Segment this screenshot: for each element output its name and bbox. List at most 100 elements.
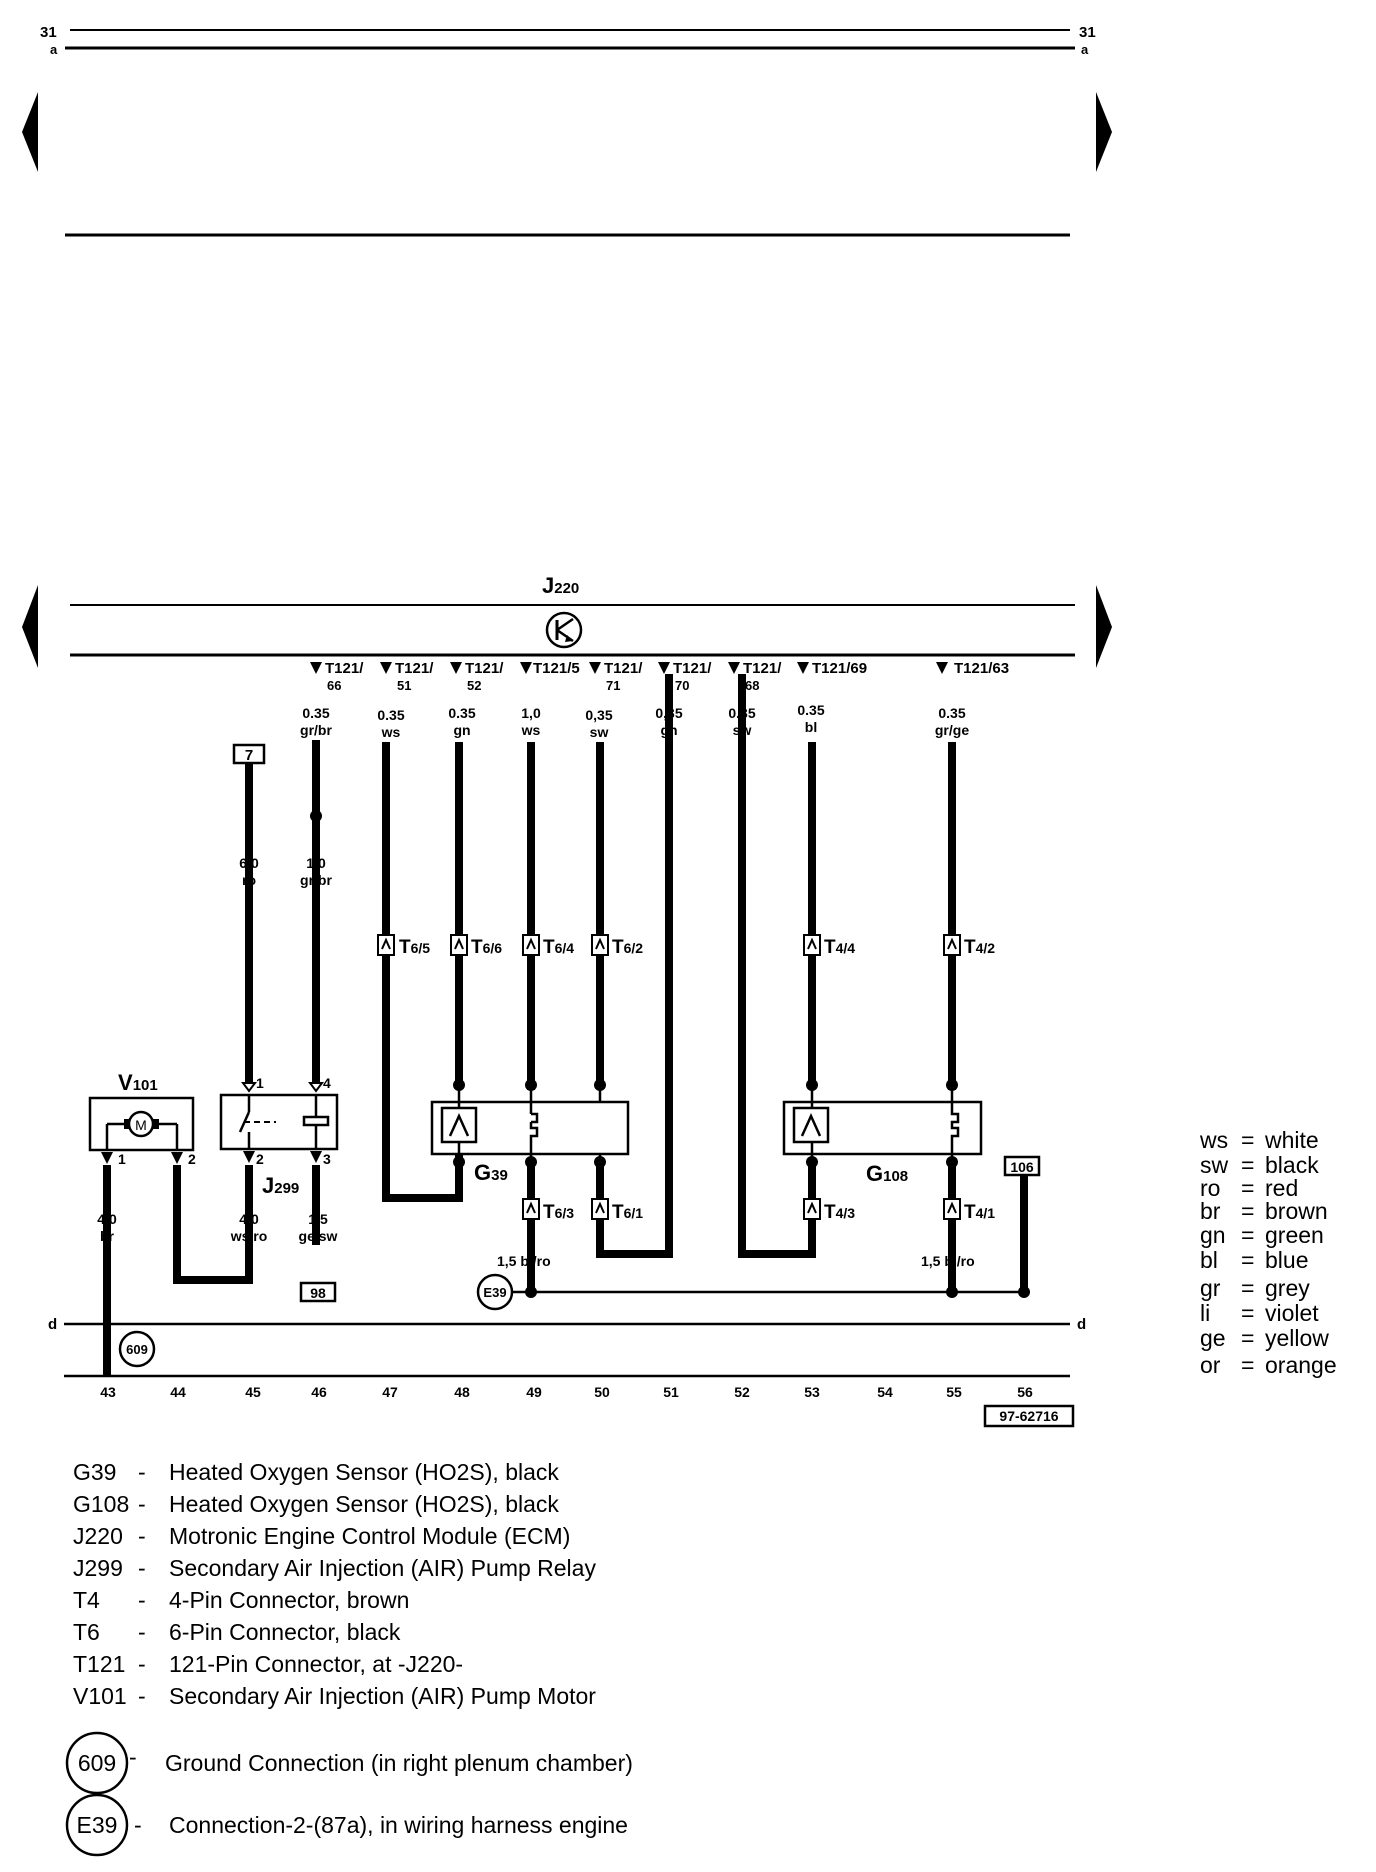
component-legend-item: J299-Secondary Air Injection (AIR) Pump … bbox=[73, 1555, 596, 1581]
rail-a-right: a bbox=[1081, 42, 1089, 57]
track-56: 56 bbox=[1017, 1384, 1033, 1400]
color-legend-item: ro=red bbox=[1200, 1175, 1298, 1201]
j299-label: J299 bbox=[262, 1173, 299, 1198]
color-legend-item: gr=grey bbox=[1200, 1275, 1310, 1301]
connector-labels-upper: T6/5 T6/6 T6/4 T6/2 T4/4 T4/2 bbox=[399, 937, 995, 958]
t61-label: T6/1 bbox=[612, 1202, 643, 1223]
t64-label: T6/4 bbox=[543, 937, 574, 958]
diagram-code: 97-62716 bbox=[983, 1404, 1075, 1428]
connection-e39: E39 bbox=[476, 1273, 531, 1311]
g108-oxygen-sensor: G108 bbox=[782, 1085, 983, 1186]
color-legend: ws=white sw=black ro=red br=brown gn=gre… bbox=[1199, 1127, 1337, 1378]
ref-box-106: 106 bbox=[1003, 1155, 1041, 1177]
component-legend-item: T4-4-Pin Connector, brown bbox=[73, 1587, 409, 1613]
j299-pin4: 4 bbox=[323, 1075, 331, 1091]
track-48: 48 bbox=[454, 1384, 470, 1400]
v101-pin1: 1 bbox=[118, 1151, 126, 1167]
j299-pin3: 3 bbox=[323, 1151, 331, 1167]
t62-label: T6/2 bbox=[612, 937, 643, 958]
track-46: 46 bbox=[311, 1384, 327, 1400]
t65-label: T6/5 bbox=[399, 937, 430, 958]
circle-legend: 609 - Ground Connection (in right plenum… bbox=[65, 1731, 633, 1857]
motor-icon: M bbox=[135, 1117, 147, 1133]
pin-label-51: T121/51 bbox=[395, 660, 434, 693]
circle-legend-609-dash: - bbox=[129, 1744, 137, 1770]
pin-label-66: T121/66 bbox=[325, 660, 364, 693]
track-43: 43 bbox=[100, 1384, 116, 1400]
track-44: 44 bbox=[170, 1384, 186, 1400]
color-legend-item: ws=white bbox=[1199, 1127, 1319, 1153]
t41-label: T4/1 bbox=[964, 1202, 995, 1223]
ecm-label: J220 bbox=[542, 573, 579, 598]
track-45: 45 bbox=[245, 1384, 261, 1400]
pin-label-69: T121/69 bbox=[812, 660, 867, 677]
color-legend-item: li=violet bbox=[1200, 1300, 1319, 1326]
track-50: 50 bbox=[594, 1384, 610, 1400]
wires bbox=[103, 674, 1028, 1376]
component-legend-item: T121-121-Pin Connector, at -J220- bbox=[73, 1651, 463, 1677]
t66-label: T6/6 bbox=[471, 937, 502, 958]
next-page-arrow[interactable] bbox=[1096, 92, 1112, 172]
pin-label-68: T121/68 bbox=[743, 660, 782, 693]
color-legend-item: br=brown bbox=[1200, 1198, 1328, 1224]
g108-label: G108 bbox=[866, 1161, 908, 1186]
svg-text:609: 609 bbox=[126, 1342, 148, 1357]
v101-pin2: 2 bbox=[188, 1151, 196, 1167]
svg-text:106: 106 bbox=[1010, 1159, 1034, 1175]
rail-31-left: 31 bbox=[40, 24, 57, 41]
pin-labels: T121/66 T121/51 T121/52 T121/5 T121/71 T… bbox=[325, 660, 1009, 693]
prev-page-arrow[interactable] bbox=[22, 92, 38, 172]
heater-icon bbox=[529, 1112, 539, 1162]
track-numbers: 43 44 45 46 47 48 49 50 51 52 53 54 55 5… bbox=[100, 1384, 1033, 1400]
svg-text:97-62716: 97-62716 bbox=[999, 1408, 1058, 1424]
color-legend-item: gn=green bbox=[1200, 1222, 1324, 1248]
rail-31-right: 31 bbox=[1079, 24, 1096, 41]
svg-text:E39: E39 bbox=[483, 1285, 506, 1300]
j299-relay: 1 4 2 3 J299 bbox=[219, 1075, 339, 1198]
heater-icon-2 bbox=[950, 1085, 960, 1162]
ref-box-98: 98 bbox=[299, 1281, 337, 1303]
component-legend-item: G39-Heated Oxygen Sensor (HO2S), black bbox=[73, 1459, 559, 1485]
t44-label: T4/4 bbox=[824, 937, 855, 958]
pin-label-5: T121/5 bbox=[533, 660, 580, 677]
component-legend-item: T6-6-Pin Connector, black bbox=[73, 1619, 401, 1645]
rail-a-left: a bbox=[50, 42, 58, 57]
transistor-icon bbox=[545, 611, 583, 649]
svg-text:98: 98 bbox=[310, 1285, 326, 1301]
j299-pin2: 2 bbox=[256, 1151, 264, 1167]
wire-spec-55-bottom: 1,5 bl/ro bbox=[921, 1253, 975, 1269]
component-legend: G39-Heated Oxygen Sensor (HO2S), black G… bbox=[73, 1459, 596, 1709]
track-49: 49 bbox=[526, 1384, 542, 1400]
circle-legend-e39-code: E39 bbox=[77, 1812, 118, 1838]
prev-page-arrow-2[interactable] bbox=[22, 585, 38, 668]
t63-label: T6/3 bbox=[543, 1202, 574, 1223]
circle-legend-609-desc: Ground Connection (in right plenum chamb… bbox=[165, 1750, 633, 1776]
ground-609: 609 bbox=[118, 1330, 156, 1368]
component-legend-item: G108-Heated Oxygen Sensor (HO2S), black bbox=[73, 1491, 559, 1517]
track-51: 51 bbox=[663, 1384, 679, 1400]
color-legend-item: or=orange bbox=[1200, 1352, 1337, 1378]
next-page-arrow-2[interactable] bbox=[1096, 585, 1112, 668]
v101-pump-motor: V101 M 1 2 bbox=[88, 1070, 196, 1167]
track-47: 47 bbox=[382, 1384, 398, 1400]
color-legend-item: bl=blue bbox=[1200, 1247, 1308, 1273]
g39-oxygen-sensor: G39 bbox=[430, 1085, 630, 1185]
track-52: 52 bbox=[734, 1384, 750, 1400]
ecm-j220: J220 bbox=[70, 573, 1075, 657]
pin-label-52: T121/52 bbox=[465, 660, 504, 693]
track-53: 53 bbox=[804, 1384, 820, 1400]
circle-legend-e39-desc: Connection-2-(87a), in wiring harness en… bbox=[169, 1812, 628, 1838]
connector-symbols-upper bbox=[377, 934, 961, 956]
ref-box-7: 7 bbox=[232, 743, 266, 765]
